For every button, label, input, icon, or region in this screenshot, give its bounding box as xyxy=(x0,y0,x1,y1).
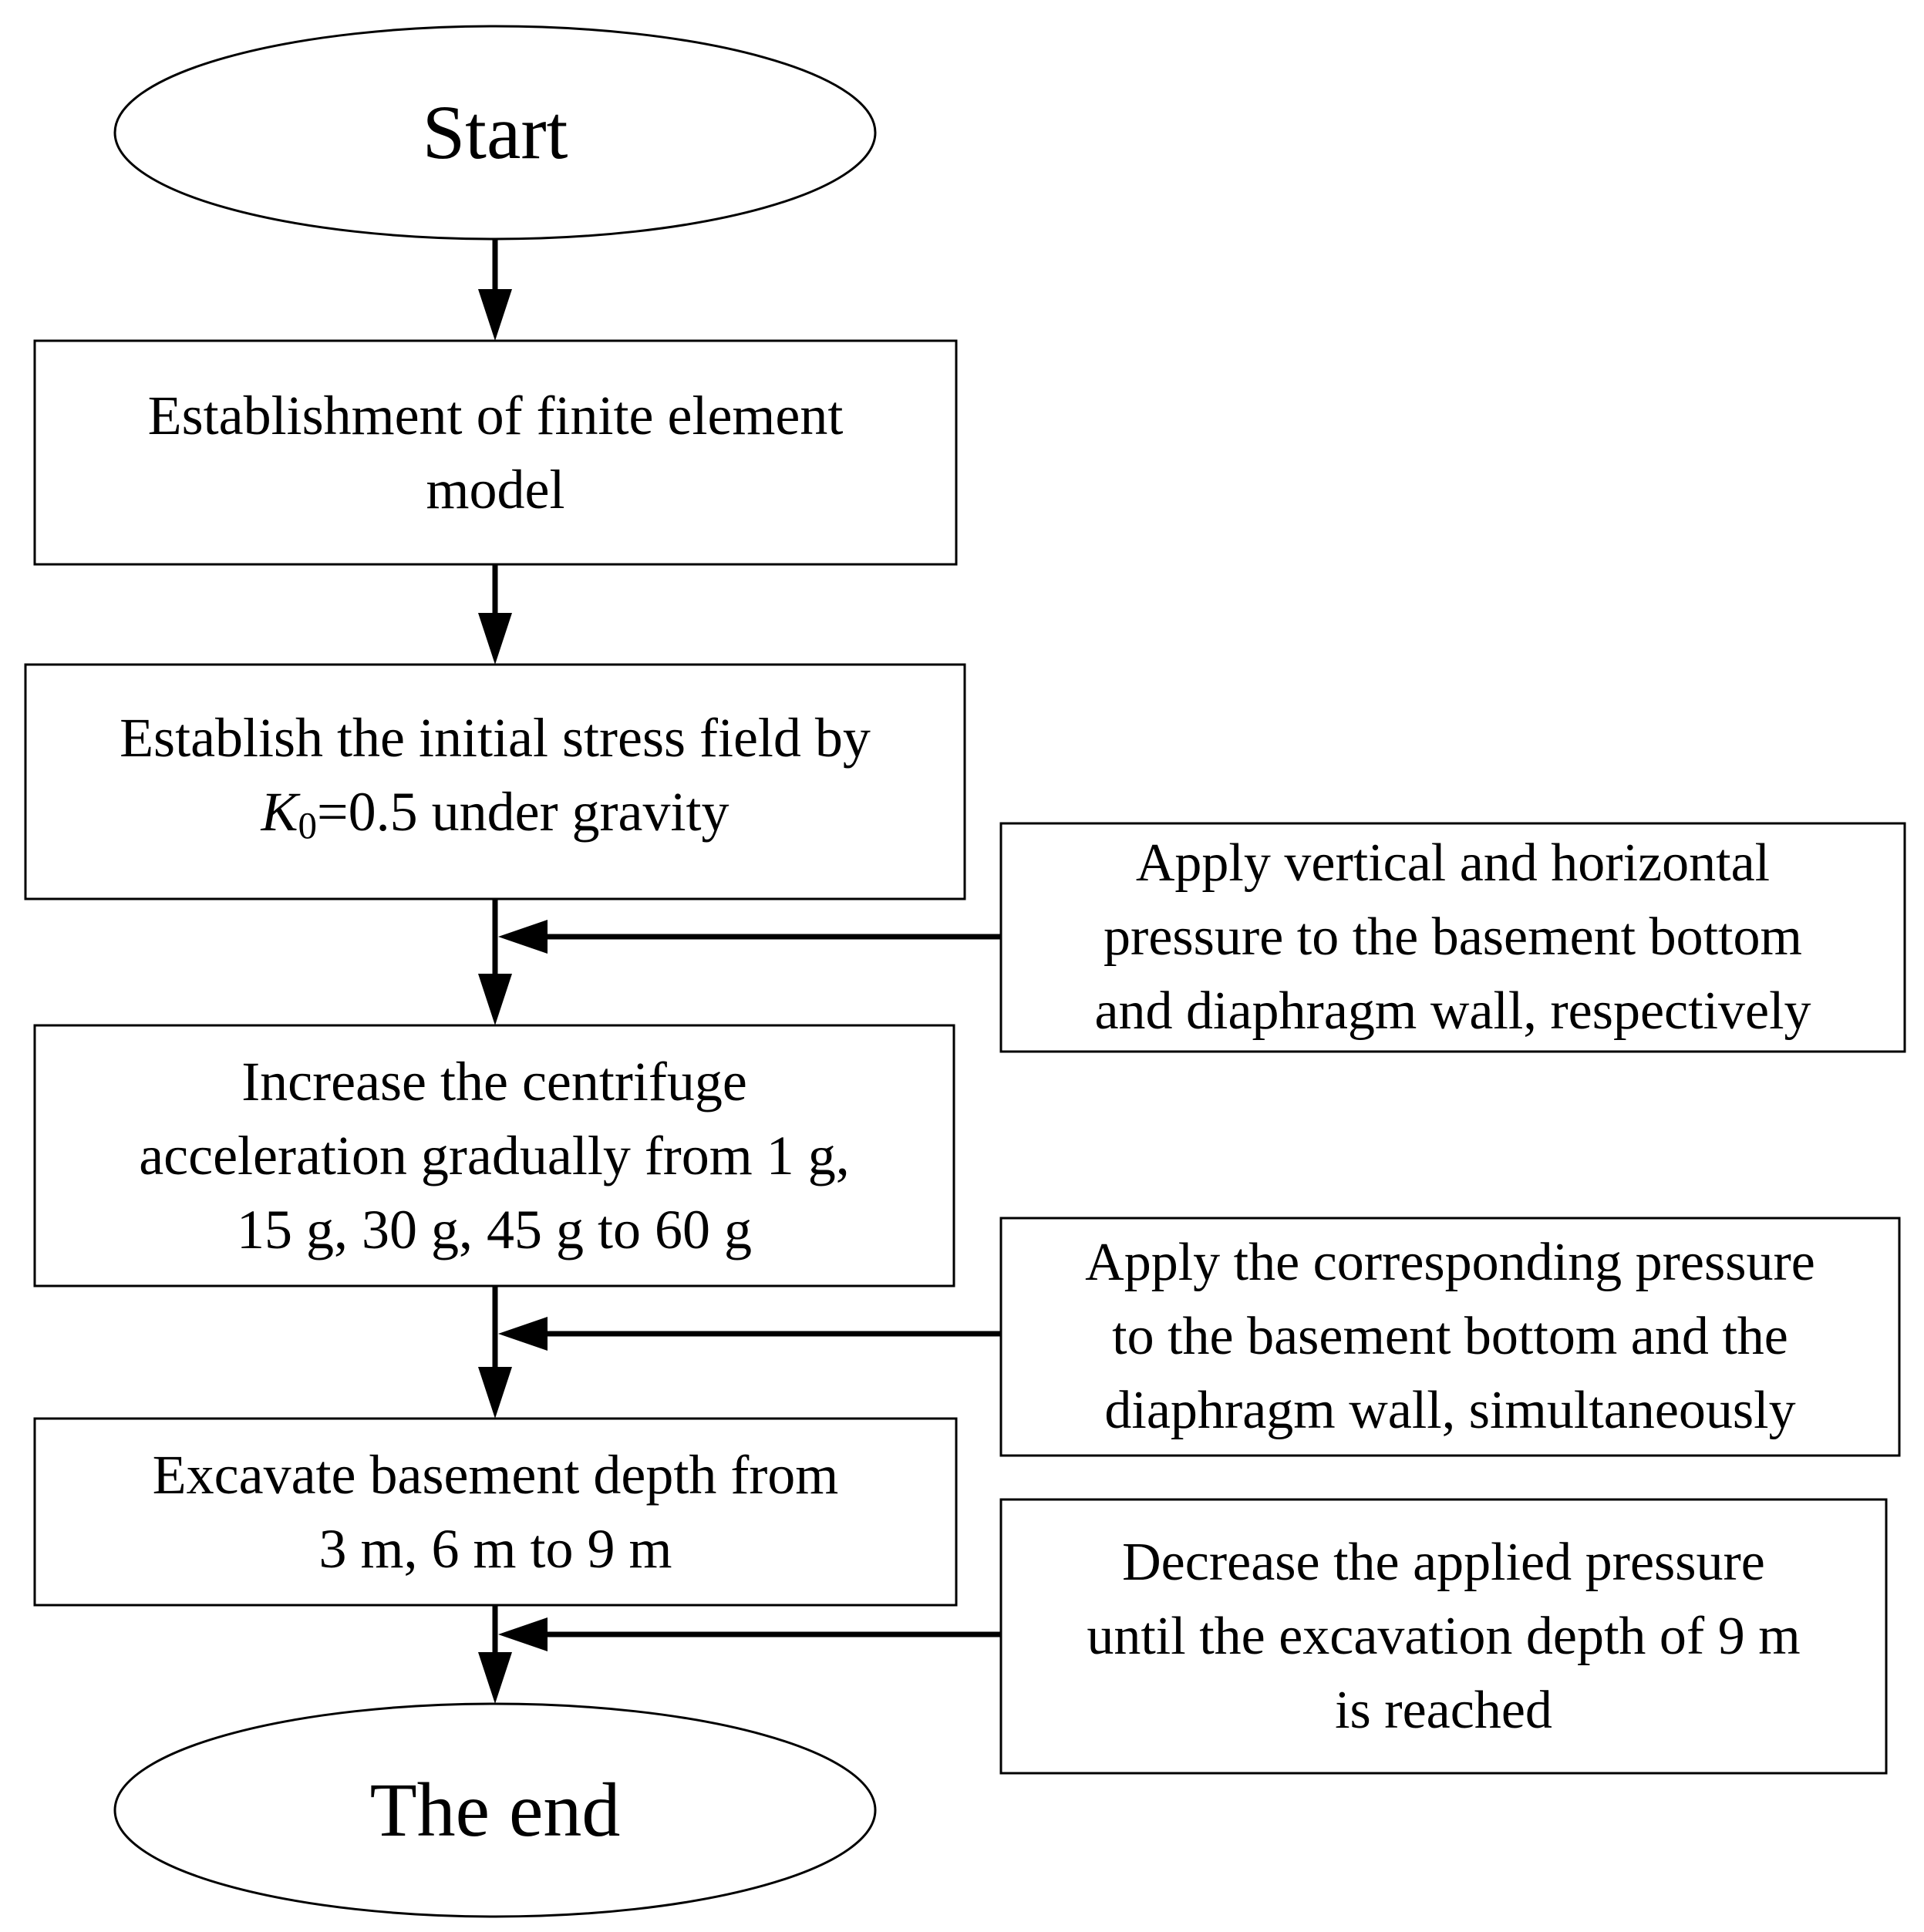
arrowhead-model-to-stress xyxy=(478,613,512,665)
step-text-model: Establishment of finite element model xyxy=(147,385,844,520)
step-box-excavate xyxy=(33,1417,958,1607)
side-text-corresponding-pressure: Apply the corresponding pressure to the … xyxy=(1085,1233,1815,1440)
side-text-apply-pressure: Apply vertical and horizontal pressure t… xyxy=(1094,833,1811,1041)
step-label-centrifuge: Increase the centrifuge acceleration gra… xyxy=(35,1025,954,1286)
step-box-centrifuge xyxy=(33,1024,955,1287)
side-label-apply-pressure: Apply vertical and horizontal pressure t… xyxy=(1001,823,1905,1052)
step-box-stress-field xyxy=(24,663,966,900)
side-label-corresponding-pressure: Apply the corresponding pressure to the … xyxy=(1001,1218,1899,1456)
side-box-apply-pressure xyxy=(999,822,1906,1053)
side-box-corresponding-pressure xyxy=(999,1217,1901,1457)
arrowhead-side-apply-pressure xyxy=(498,920,548,954)
step-text-excavate: Excavate basement depth from 3 m, 6 m to… xyxy=(152,1444,839,1580)
end-label: The end xyxy=(115,1704,875,1917)
step-label-stress-field: Establish the initial stress field by K0… xyxy=(25,665,965,899)
stress-text-before: Establish the initial stress field by xyxy=(120,707,871,769)
side-box-decrease-pressure xyxy=(999,1498,1888,1775)
arrowhead-start-to-model xyxy=(478,289,512,341)
k-symbol: K xyxy=(261,781,298,843)
arrowhead-stress-to-centrifuge xyxy=(478,974,512,1025)
arrowhead-side-decrease-pressure xyxy=(498,1617,548,1651)
stress-text-after: =0.5 under gravity xyxy=(317,781,730,843)
start-label: Start xyxy=(115,26,875,239)
step-label-model: Establishment of finite element model xyxy=(35,341,956,564)
end-text: The end xyxy=(369,1767,621,1853)
step-text-stress-field: Establish the initial stress field by K0… xyxy=(120,701,871,863)
k-subscript: 0 xyxy=(298,803,318,847)
step-label-excavate: Excavate basement depth from 3 m, 6 m to… xyxy=(35,1419,956,1605)
side-text-decrease-pressure: Decrease the applied pressure until the … xyxy=(1087,1532,1801,1740)
arrowhead-centrifuge-to-excavate xyxy=(478,1367,512,1419)
arrowhead-side-corresponding-pressure xyxy=(498,1317,548,1351)
arrowhead-excavate-to-end xyxy=(478,1652,512,1704)
step-text-centrifuge: Increase the centrifuge acceleration gra… xyxy=(139,1051,850,1261)
start-text: Start xyxy=(422,89,568,175)
side-label-decrease-pressure: Decrease the applied pressure until the … xyxy=(1001,1499,1886,1773)
